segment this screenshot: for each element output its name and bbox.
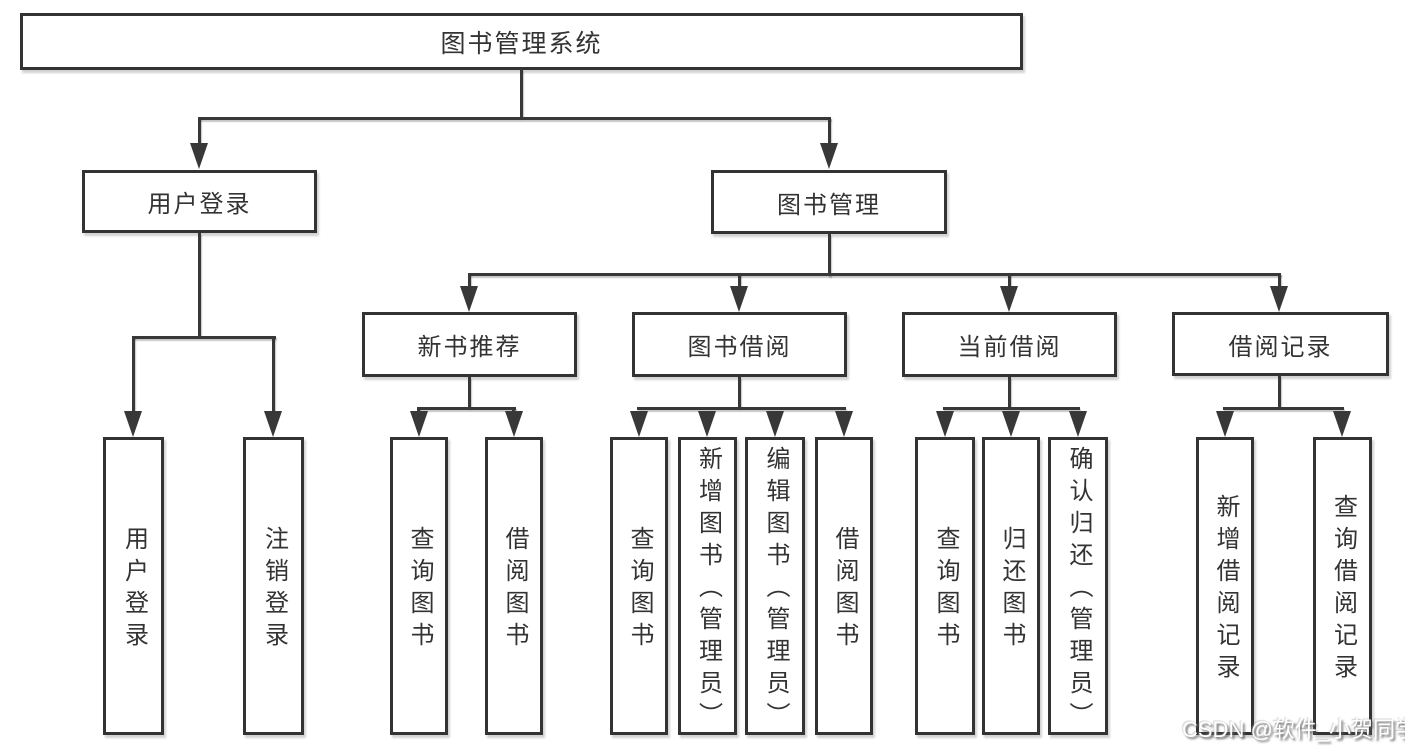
node-query-books-recommend: 查询图书	[390, 437, 448, 735]
connector-line	[468, 273, 1281, 276]
node-library-system: 图书管理系统	[20, 13, 1023, 70]
node-query-books-borrowing: 查询图书	[610, 437, 668, 735]
connector-line	[132, 336, 276, 339]
arrow-down-icon	[124, 411, 142, 437]
connector-line	[417, 407, 516, 410]
connector-line	[520, 69, 523, 118]
node-return-books: 归还图书	[982, 437, 1040, 735]
node-edit-books-admin: 编辑图书（管理员）	[745, 437, 805, 735]
connector-line	[738, 377, 741, 408]
connector-line	[828, 234, 831, 276]
connector-line	[738, 273, 741, 290]
arrow-down-icon	[630, 411, 648, 437]
arrow-down-icon	[1002, 411, 1020, 437]
arrow-down-icon	[820, 143, 838, 169]
node-add-borrow-record: 新增借阅记录	[1196, 437, 1254, 735]
node-confirm-return-admin: 确认归还（管理员）	[1048, 437, 1108, 735]
arrow-down-icon	[1216, 411, 1234, 437]
connector-line	[1008, 377, 1011, 408]
connector-line	[272, 336, 275, 415]
arrow-down-icon	[460, 286, 478, 312]
node-library-system-label: 图书管理系统	[440, 29, 603, 58]
node-user-login: 用户登录	[82, 170, 317, 233]
arrow-down-icon	[1333, 411, 1351, 437]
connector-line	[198, 117, 831, 120]
connector-line	[1278, 273, 1281, 290]
arrow-down-icon	[1000, 286, 1018, 312]
arrow-down-icon	[410, 411, 428, 437]
connector-line	[637, 407, 846, 410]
node-book-borrowing: 图书借阅	[632, 312, 847, 377]
node-current-borrowing: 当前借阅	[902, 312, 1117, 377]
arrow-down-icon	[730, 286, 748, 312]
node-new-book-recommendation: 新书推荐	[362, 312, 577, 377]
connector-line	[468, 377, 471, 408]
node-current-borrowing-label: 当前借阅	[957, 334, 1062, 361]
node-user-login-label: 用户登录	[147, 191, 252, 218]
arrow-down-icon	[190, 143, 208, 169]
node-user-login-action: 用户登录	[103, 437, 164, 735]
node-new-book-recommendation-label: 新书推荐	[417, 334, 522, 361]
arrow-down-icon	[1069, 411, 1087, 437]
node-borrow-books-recommend: 借阅图书	[485, 437, 543, 735]
arrow-down-icon	[835, 411, 853, 437]
connector-line	[198, 117, 201, 147]
node-book-management: 图书管理	[711, 170, 947, 234]
connector-line	[198, 233, 201, 337]
connector-line	[943, 407, 1080, 410]
connector-line	[828, 117, 831, 147]
node-borrowing-records: 借阅记录	[1172, 312, 1389, 376]
node-add-books-admin: 新增图书（管理员）	[678, 437, 737, 735]
arrow-down-icon	[505, 411, 523, 437]
node-query-borrow-record: 查询借阅记录	[1313, 437, 1372, 735]
node-borrow-books-borrowing: 借阅图书	[815, 437, 873, 735]
node-borrowing-records-label: 借阅记录	[1228, 333, 1333, 361]
connector-line	[1278, 376, 1281, 408]
arrow-down-icon	[1270, 286, 1288, 312]
node-query-books-current: 查询图书	[915, 437, 975, 735]
node-book-management-label: 图书管理	[777, 191, 881, 219]
node-logout: 注销登录	[243, 437, 304, 735]
arrow-down-icon	[766, 411, 784, 437]
connector-line	[468, 273, 471, 290]
csdn-watermark: CSDN @软件_小贺同学	[1182, 717, 1405, 742]
connector-line	[132, 336, 135, 415]
arrow-down-icon	[698, 411, 716, 437]
arrow-down-icon	[264, 411, 282, 437]
connector-line	[1008, 273, 1011, 290]
connector-line	[1223, 407, 1344, 410]
node-book-borrowing-label: 图书借阅	[687, 334, 792, 361]
arrow-down-icon	[936, 411, 954, 437]
